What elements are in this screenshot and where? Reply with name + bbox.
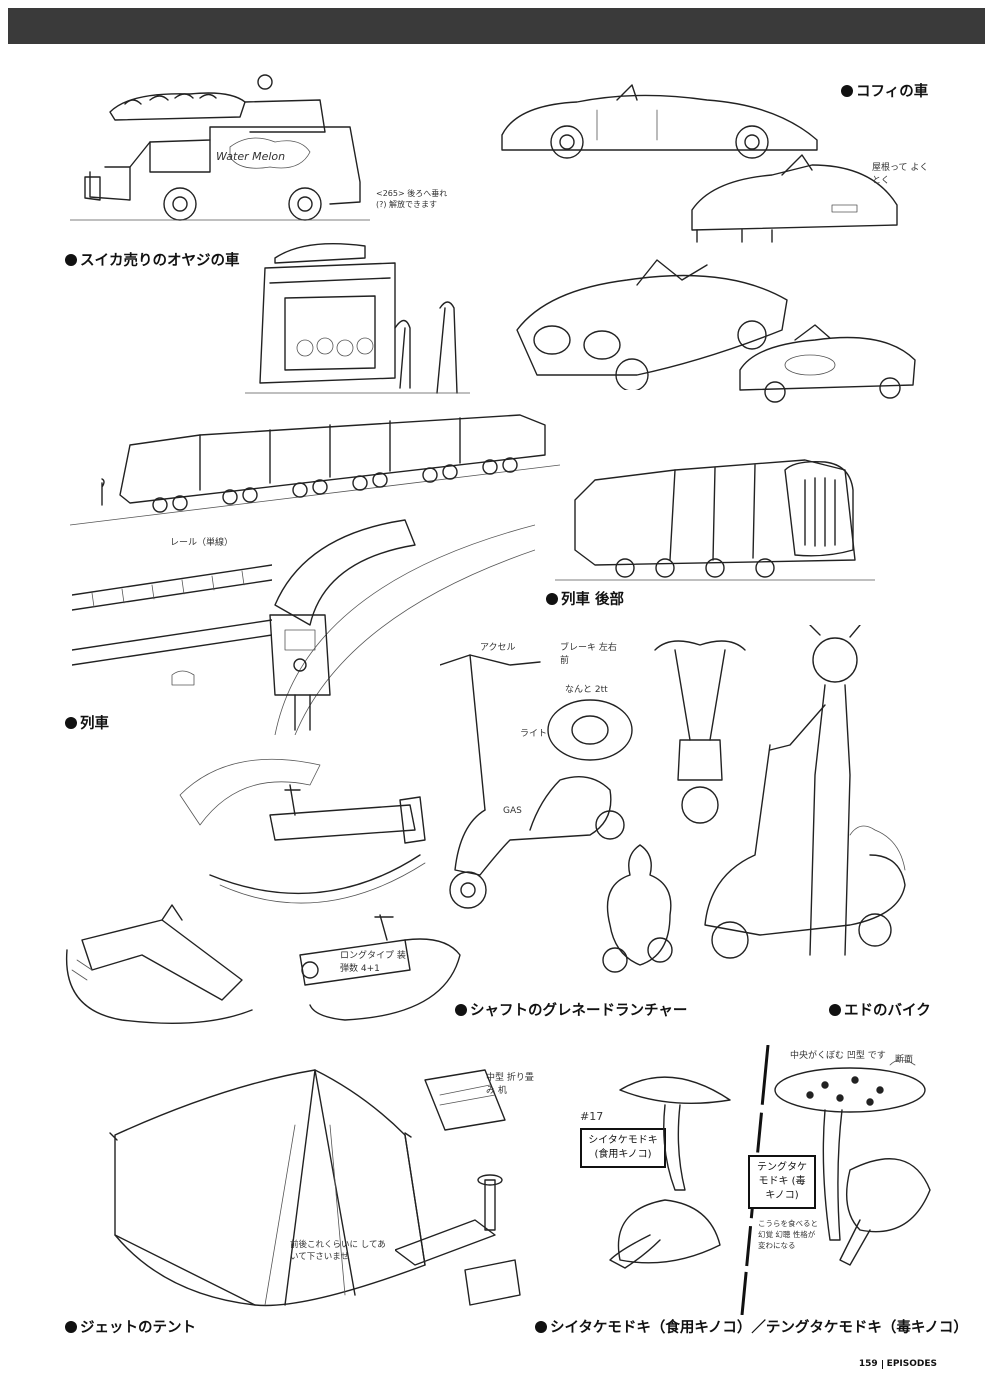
caption-coffee-car: コフィの車 xyxy=(841,80,928,101)
coffee-car-small-sketch xyxy=(735,320,920,410)
watermelon-truck-side-sketch xyxy=(70,72,370,232)
tengu-note: こうらを食べると 幻覚 幻聴 性格が変わになる xyxy=(758,1219,818,1250)
footer-separator xyxy=(881,1359,883,1369)
caption-watermelon-truck: スイカ売りのオヤジの車 xyxy=(65,249,240,270)
train-rails-sketch xyxy=(72,535,272,695)
tent-note: 前後これくらいに してあいて下さいませ xyxy=(290,1240,386,1262)
bullet-icon xyxy=(546,592,558,605)
bike-dog-sketch xyxy=(580,840,690,980)
launcher-top-sketch xyxy=(170,745,470,935)
train-curve-sketch xyxy=(265,505,535,735)
bike-accel-note: アクセル xyxy=(480,643,516,653)
bullet-icon xyxy=(65,716,77,729)
car-note: 屋根って よくとく xyxy=(872,163,929,186)
bike-brake-note: ブレーキ 左右前 xyxy=(560,643,617,666)
bike-main-sketch xyxy=(440,650,650,920)
bullet-icon xyxy=(455,1003,467,1016)
bullet-icon xyxy=(535,1320,547,1333)
bullet-icon xyxy=(829,1003,841,1016)
bullet-icon xyxy=(841,84,853,97)
caption-ed-bike: エドのバイク xyxy=(829,999,931,1020)
caption-shaft-launcher: シャフトのグレネードランチャー xyxy=(455,999,687,1020)
caption-jet-tent: ジェットのテント xyxy=(65,1316,196,1337)
bike-engine-sketch xyxy=(540,690,640,770)
launcher-long-sketch xyxy=(295,895,470,1030)
shiitake-mushroom-sketch xyxy=(590,1060,740,1290)
tengu-label-box: テングタケ モドキ (毒キノコ) xyxy=(748,1155,816,1209)
page-footer: 159 EPISODES xyxy=(859,1359,937,1369)
coffee-car-side-sketch xyxy=(497,80,832,162)
tengu-mushroom-sketch xyxy=(770,1060,935,1310)
bike-light-note: ライト xyxy=(520,729,548,739)
section-name: EPISODES xyxy=(886,1359,937,1369)
shiitake-label-box: シイタケモドキ (食用キノコ) xyxy=(580,1128,666,1168)
bullet-icon xyxy=(65,1320,77,1333)
train-side-sketch xyxy=(70,405,560,530)
coffee-car-front-sketch xyxy=(682,150,912,246)
header-bar xyxy=(8,8,985,44)
caption-train: 列車 xyxy=(65,712,109,733)
launcher-note: ロングタイプ 装弾数 4+1 xyxy=(340,951,406,974)
tent-sketch xyxy=(105,1065,435,1315)
launcher-perspective-sketch xyxy=(62,900,262,1030)
coffee-car-perspective-sketch xyxy=(507,250,797,390)
bullet-icon xyxy=(65,253,77,266)
mushroom-top-note: 中央がくぼむ 凹型 です xyxy=(790,1051,886,1061)
bike-gas-note: GAS xyxy=(503,806,522,816)
tent-item-note: 中型 折り畳み 机 xyxy=(486,1073,534,1096)
page-number: 159 xyxy=(858,1359,878,1369)
rail-note: レール（単線） xyxy=(170,538,234,548)
tent-items-sketch xyxy=(395,1060,535,1320)
train-rear-sketch xyxy=(555,440,875,590)
caption-mushroom: シイタケモドキ（食用キノコ）／テングタケモドキ（毒キノコ） xyxy=(535,1316,968,1337)
bike-weight-note: なんと 2tt xyxy=(565,685,608,695)
bike-front-sketch xyxy=(650,630,750,830)
truck-note: <265> 後ろへ垂れ(?) 解放できます xyxy=(376,189,448,209)
caption-train-rear: 列車 後部 xyxy=(546,588,624,609)
watermelon-truck-rear-sketch xyxy=(245,228,470,400)
mushroom-episode-note: #17 xyxy=(580,1110,604,1123)
bike-rider-sketch xyxy=(700,625,930,980)
truck-sign-text: Water Melon xyxy=(216,150,286,163)
